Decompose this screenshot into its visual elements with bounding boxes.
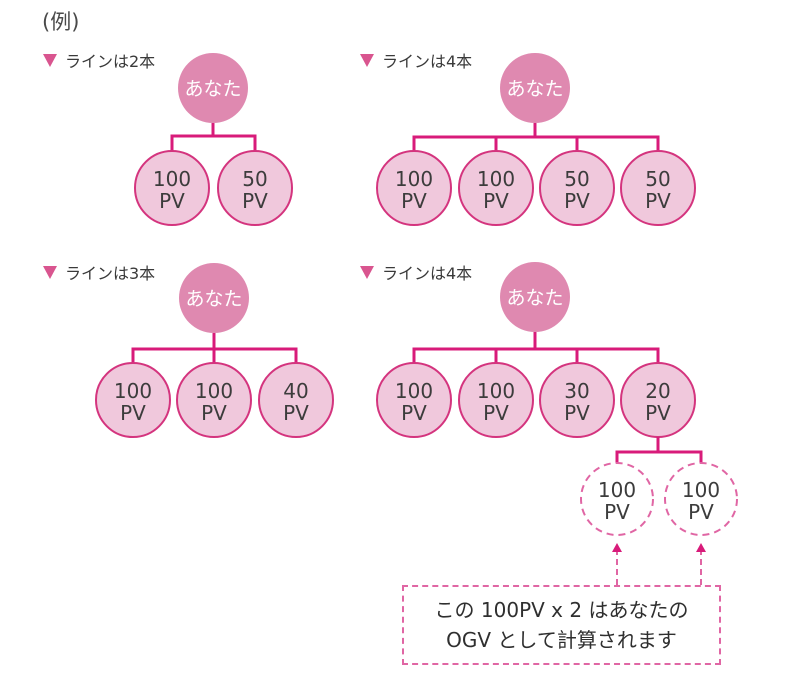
- child-node: [176, 362, 252, 438]
- child-node-unit: PV: [120, 401, 146, 425]
- child-node: [95, 362, 171, 438]
- child-node: [539, 150, 615, 226]
- arrow-head-icon: [612, 543, 622, 552]
- ogv-note-box: この 100PV x 2 はあなたの OGV として計算されます: [402, 585, 721, 665]
- child-node-unit: PV: [645, 401, 671, 425]
- downline-node: [664, 462, 738, 536]
- section-label-tree-2: ラインは4本: [360, 48, 472, 72]
- child-node: [458, 150, 534, 226]
- note-line-1: この 100PV x 2 はあなたの: [434, 598, 689, 622]
- root-node-label: あなた: [506, 78, 563, 100]
- triangle-down-icon: [43, 54, 57, 67]
- child-node: [458, 362, 534, 438]
- child-node-unit: PV: [564, 401, 590, 425]
- child-node: [258, 362, 334, 438]
- child-node: [376, 362, 452, 438]
- child-node-value: 100: [395, 379, 433, 403]
- child-node-unit: PV: [645, 189, 671, 213]
- section-label-tree-1: ラインは2本: [43, 48, 155, 72]
- child-node-unit: PV: [242, 189, 268, 213]
- child-node: [620, 150, 696, 226]
- child-node-unit: PV: [564, 189, 590, 213]
- downline-node-unit: PV: [688, 500, 714, 524]
- child-node: [539, 362, 615, 438]
- section-label-tree-3: ラインは3本: [43, 260, 155, 284]
- section-label-tree-4: ラインは4本: [360, 260, 472, 284]
- downline-node: [580, 462, 654, 536]
- child-node: [134, 150, 210, 226]
- child-node-value: 50: [645, 167, 670, 191]
- arrow-head-icon: [696, 543, 706, 552]
- triangle-down-icon: [43, 266, 57, 279]
- root-node: [500, 262, 570, 332]
- child-node-value: 50: [242, 167, 267, 191]
- child-node-unit: PV: [159, 189, 185, 213]
- child-node-value: 100: [153, 167, 191, 191]
- child-node-unit: PV: [483, 401, 509, 425]
- child-node-unit: PV: [401, 189, 427, 213]
- root-node-label: あなた: [506, 287, 563, 309]
- child-node-value: 100: [195, 379, 233, 403]
- downline-node-unit: PV: [604, 500, 630, 524]
- child-node: [217, 150, 293, 226]
- root-node: [500, 53, 570, 123]
- child-node-unit: PV: [283, 401, 309, 425]
- child-node-unit: PV: [483, 189, 509, 213]
- child-node-value: 100: [477, 379, 515, 403]
- root-node: [178, 53, 248, 123]
- child-node-value: 100: [395, 167, 433, 191]
- child-node-value: 40: [283, 379, 308, 403]
- example-heading: (例): [42, 10, 80, 34]
- child-node: [376, 150, 452, 226]
- child-node-value: 30: [564, 379, 589, 403]
- child-node-unit: PV: [401, 401, 427, 425]
- note-line-2: OGV として計算されます: [446, 628, 677, 652]
- root-node-label: あなた: [184, 78, 241, 100]
- child-node-value: 100: [477, 167, 515, 191]
- child-node-value: 100: [114, 379, 152, 403]
- child-node-value: 50: [564, 167, 589, 191]
- downline-node-value: 100: [598, 478, 636, 502]
- child-node-value: 20: [645, 379, 670, 403]
- triangle-down-icon: [360, 266, 374, 279]
- downline-node-value: 100: [682, 478, 720, 502]
- root-node-label: あなた: [185, 288, 242, 310]
- root-node: [179, 263, 249, 333]
- triangle-down-icon: [360, 54, 374, 67]
- child-node-unit: PV: [201, 401, 227, 425]
